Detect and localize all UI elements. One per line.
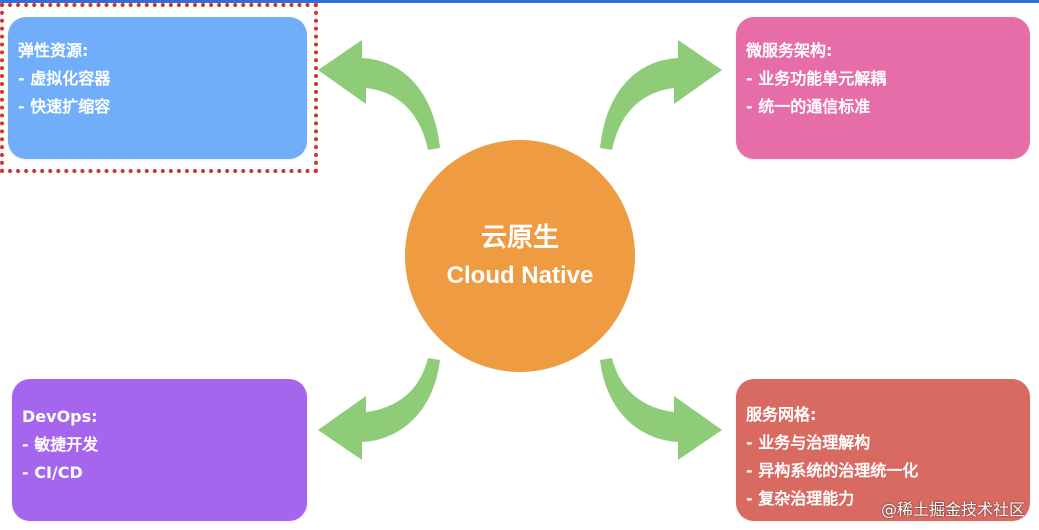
box-item: - 异构系统的治理统一化 [746,461,919,480]
devops-box: DevOps: - 敏捷开发 - CI/CD [12,379,307,521]
box-item: - 快速扩缩容 [18,97,111,116]
box-title: 微服务架构: [746,41,833,60]
box-title: 弹性资源: [18,41,89,60]
elastic-resources-box: 弹性资源: - 虚拟化容器 - 快速扩缩容 [8,17,307,159]
box-item: - 业务与治理解构 [746,433,871,452]
microservices-box: 微服务架构: - 业务功能单元解耦 - 统一的通信标准 [736,17,1030,159]
center-title-en: Cloud Native [446,262,594,289]
box-item: - 统一的通信标准 [746,97,871,116]
box-title: 服务网格: [746,405,817,424]
box-title: DevOps: [22,407,98,426]
box-item: - 复杂治理能力 [746,489,855,508]
arrow-bottom-left-shape [318,358,440,460]
box-item: - 虚拟化容器 [18,69,111,88]
center-title-zh: 云原生 [480,223,559,253]
box-item: - 业务功能单元解耦 [746,69,887,88]
box-item: - 敏捷开发 [22,435,99,454]
watermark: @稀土掘金技术社区 [880,500,1025,519]
service-mesh-box: 服务网格: - 业务与治理解构 - 异构系统的治理统一化 - 复杂治理能力 [736,379,1030,521]
box-item: - CI/CD [22,463,83,482]
arrow-top-right-shape [600,40,722,150]
top-border-line [0,0,1039,3]
arrow-top-left-shape [318,40,440,150]
arrow-bottom-right-shape [600,358,722,460]
cloud-native-circle: 云原生 Cloud Native [405,140,635,372]
